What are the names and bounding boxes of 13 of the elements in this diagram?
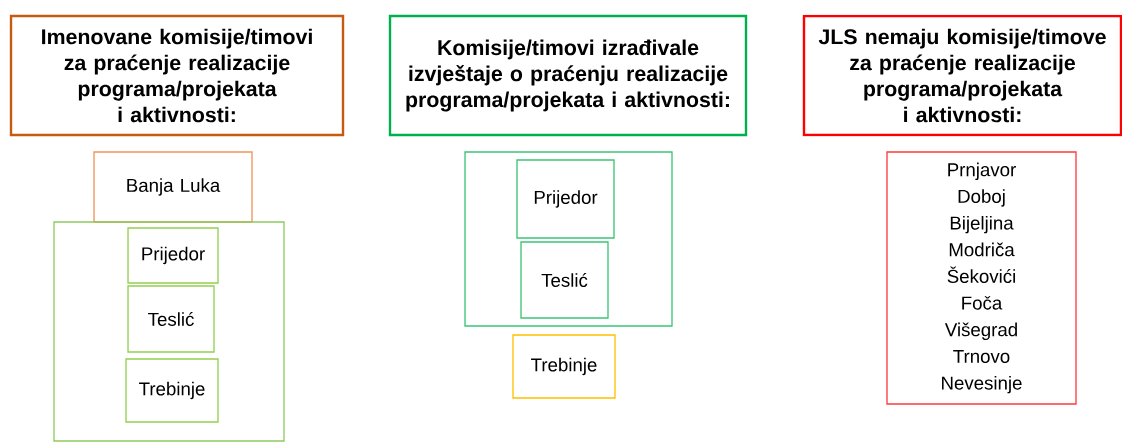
city-box: Prijedor — [127, 227, 219, 284]
header-box: Komisije/timovi izrađivale izvještaje o praćenju realizacije programa/projekata i aktivnosti: — [388, 14, 748, 137]
city-box: Banja Luka — [93, 151, 253, 223]
city-box: Prijedor — [516, 159, 615, 239]
header-box: JLS nemaju komisije/timove za praćenje realizacije programa/projekata i aktivnosti: — [802, 14, 1122, 137]
city-box: Teslić — [127, 285, 215, 353]
group-box — [464, 151, 673, 327]
city-box: Teslić — [520, 241, 609, 319]
city-list-box: Prnjavor Doboj Bijeljina Modriča Šekovići Foča Višegrad Trnovo Nevesinje — [886, 151, 1077, 405]
header-box: Imenovane komisije/timovi za praćenje realizacije programa/projekata i aktivnosti: — [9, 14, 345, 137]
city-box: Trebinje — [125, 358, 219, 423]
city-box: Trebinje — [512, 334, 616, 399]
group-box — [53, 221, 285, 442]
